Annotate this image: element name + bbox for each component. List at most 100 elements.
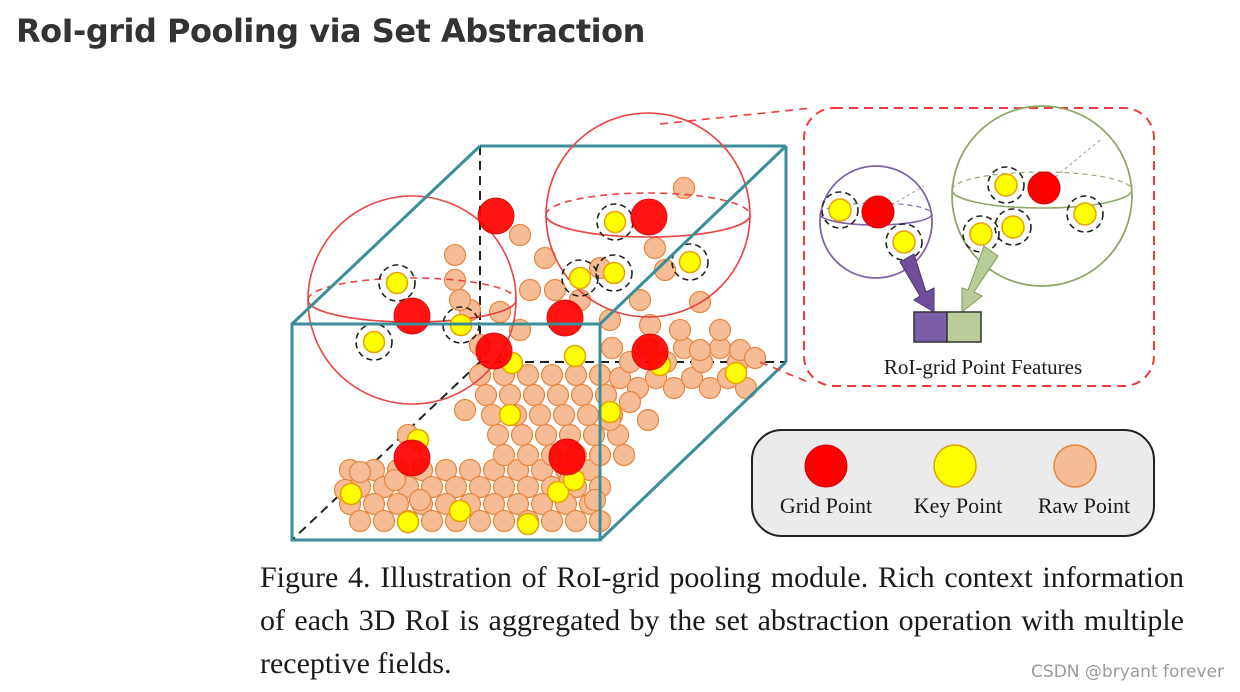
raw-point [528,403,552,427]
raw-point [443,243,467,267]
raw-point [453,398,477,422]
key-point [602,261,626,285]
raw-point [372,509,396,533]
raw-point [506,492,530,516]
zoom-connectors [659,107,813,383]
inset-key-point-ring [962,215,1000,253]
legend-key-point-swatch [933,444,977,488]
raw-point [348,460,372,484]
key-point [568,266,592,290]
raw-point [492,443,516,467]
zoom-connector-bottom [759,361,809,383]
raw-point [570,383,594,407]
raw-point [508,223,532,247]
raw-point [743,346,767,370]
key-point [362,330,386,354]
raw-point-cloud [333,176,767,533]
legend-key-point-label: Key Point [914,493,1003,518]
raw-point [516,443,540,467]
key-point [396,510,420,534]
feature-block-purple [913,311,948,343]
legend-raw-point-label: Raw Point [1038,493,1130,518]
raw-point [540,509,564,533]
raw-point [486,423,510,447]
raw-point [688,338,712,362]
legend: Grid Point Key Point Raw Point [751,429,1155,537]
raw-point [498,383,522,407]
raw-point [662,376,686,400]
box-edge-top-left [290,144,482,326]
left-sphere-equator-back [307,277,517,301]
inset-key-point-ring [987,166,1025,204]
raw-point [698,376,722,400]
inset-key-point-ring [885,223,923,261]
raw-point [510,423,534,447]
page-heading: RoI-grid Pooling via Set Abstraction [16,12,645,50]
inset-purple-sphere [819,165,933,279]
raw-point [636,408,660,432]
raw-point [383,468,407,492]
raw-point [552,403,576,427]
raw-point [546,383,570,407]
right-sphere-equator-front [545,214,751,238]
legend-raw-point-swatch [1053,444,1097,488]
raw-point [534,423,558,447]
inset-key-point [994,173,1018,197]
raw-point [618,390,642,414]
feature-block-green [946,311,982,343]
raw-point [408,488,432,512]
raw-point [668,318,692,342]
raw-point [600,336,624,360]
key-point-ring [378,264,416,302]
inset-green-sphere [951,105,1133,287]
key-point [498,403,522,427]
key-point [724,361,748,385]
inset-purple-arrow [899,253,935,313]
csdn-watermark: CSDN @bryant forever [1031,662,1224,682]
raw-point [530,492,554,516]
inset-key-point [1001,215,1025,239]
key-point [516,512,540,536]
raw-point [492,475,516,499]
key-point [385,271,409,295]
raw-point [468,363,492,387]
grid-points [393,197,669,477]
inset-label: RoI-grid Point Features [884,355,1082,379]
raw-point [612,443,636,467]
key-point-ring [561,259,599,297]
box-front-face [290,322,602,542]
key-point [339,482,363,506]
raw-point [420,509,444,533]
grid-point [548,438,586,476]
key-point [603,210,627,234]
raw-point [564,363,588,387]
key-point [546,480,570,504]
raw-point [628,288,652,312]
raw-point [386,492,410,516]
raw-point [468,509,492,533]
inset-key-point-ring [994,208,1032,246]
key-point-ring [671,243,709,281]
raw-point [516,475,540,499]
inset-green-arrow [961,245,999,314]
raw-point [564,509,588,533]
right-sphere-equator-back [545,192,751,216]
roi-box-front [290,144,788,542]
grid-point [393,297,431,335]
figure-caption: Figure 4. Illustration of RoI-grid pooli… [260,561,1184,680]
inset-grid-point [861,195,895,229]
raw-point [522,383,546,407]
raw-point [518,278,542,302]
raw-point [608,366,632,390]
raw-point [516,363,540,387]
key-point [563,344,587,368]
raw-point [444,475,468,499]
inset-key-point [969,222,993,246]
inset-points [821,166,1104,261]
raw-point [680,366,704,390]
grid-point [393,439,431,477]
inset-key-point [892,230,916,254]
key-point [598,400,622,424]
